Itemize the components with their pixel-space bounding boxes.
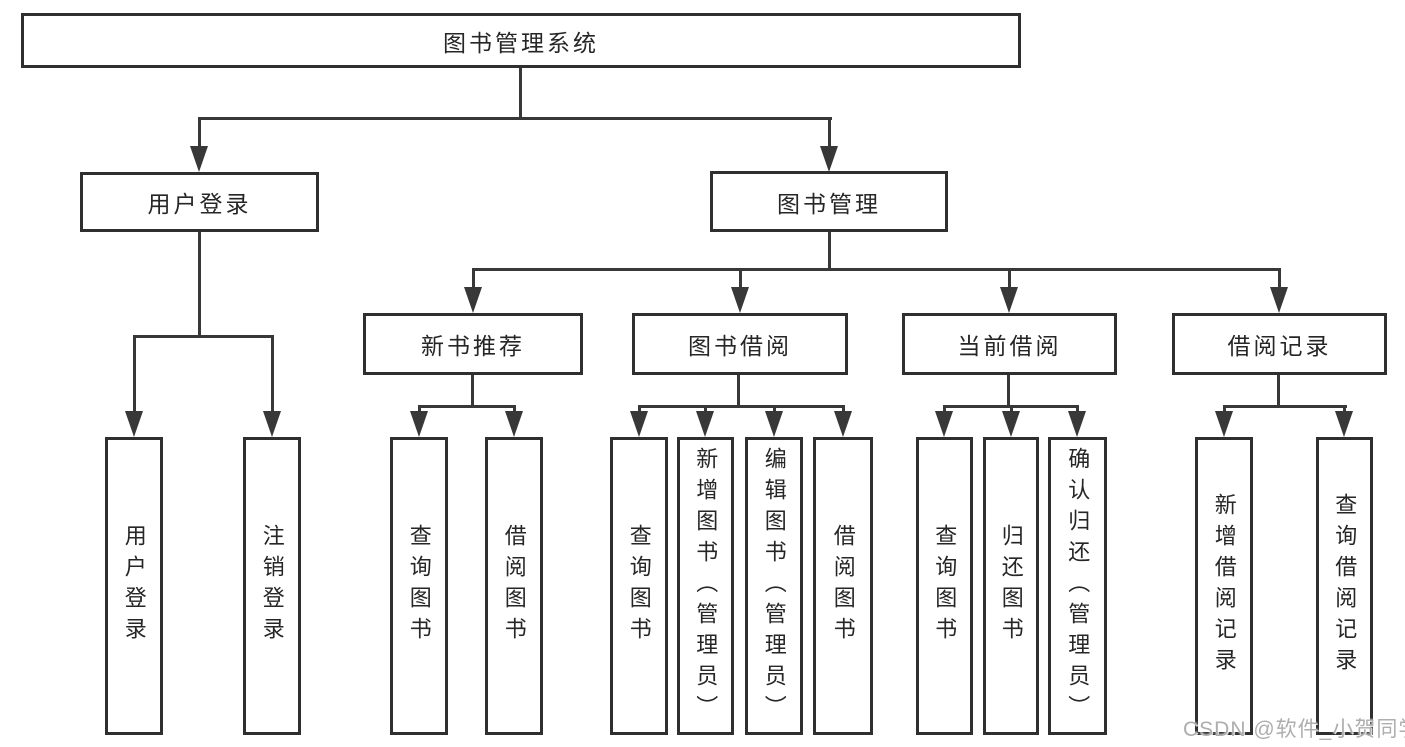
connector-line bbox=[842, 405, 845, 415]
arrow-down-icon bbox=[765, 411, 783, 437]
leaf-borrow-book-recommend: 借阅图书 bbox=[485, 437, 543, 735]
leaf-user-login: 用户登录 bbox=[105, 437, 163, 735]
leaf-query-borrow-record: 查询借阅记录 bbox=[1316, 437, 1373, 735]
connector-line bbox=[271, 335, 274, 415]
arrow-down-icon bbox=[263, 411, 281, 437]
connector-line bbox=[472, 268, 1281, 271]
connector-line bbox=[1076, 405, 1079, 415]
connector-line bbox=[739, 268, 742, 293]
leaf-query-book-recommend: 查询图书 bbox=[390, 437, 448, 735]
arrow-down-icon bbox=[834, 411, 852, 437]
connector-line bbox=[737, 375, 740, 407]
connector-line bbox=[1010, 405, 1013, 415]
node-root: 图书管理系统 bbox=[21, 13, 1021, 68]
connector-line bbox=[638, 405, 641, 415]
connector-line bbox=[1008, 268, 1011, 293]
arrow-down-icon bbox=[125, 411, 143, 437]
leaf-return-book: 归还图书 bbox=[983, 437, 1039, 735]
connector-line bbox=[133, 335, 136, 415]
arrow-down-icon bbox=[410, 411, 428, 437]
connector-line bbox=[1343, 405, 1346, 415]
arrow-down-icon bbox=[505, 411, 523, 437]
arrow-down-icon bbox=[731, 287, 749, 313]
csdn-watermark: CSDN @软件_小贺同学 bbox=[1183, 718, 1405, 741]
leaf-confirm-return-admin: 确认归还（管理员） bbox=[1048, 437, 1107, 735]
connector-line bbox=[704, 405, 707, 415]
connector-line bbox=[198, 117, 201, 151]
connector-line bbox=[1223, 405, 1226, 415]
arrow-down-icon bbox=[1215, 411, 1233, 437]
arrow-down-icon bbox=[1002, 411, 1020, 437]
arrow-down-icon bbox=[464, 287, 482, 313]
connector-line bbox=[519, 68, 522, 120]
node-current-borrow: 当前借阅 bbox=[902, 313, 1117, 375]
connector-line bbox=[133, 335, 274, 338]
arrow-down-icon bbox=[696, 411, 714, 437]
connector-line bbox=[418, 405, 421, 415]
leaf-logout: 注销登录 bbox=[243, 437, 301, 735]
connector-line bbox=[1277, 375, 1280, 407]
leaf-query-book-borrow: 查询图书 bbox=[610, 437, 668, 735]
arrow-down-icon bbox=[1068, 411, 1086, 437]
connector-line bbox=[1007, 375, 1010, 407]
connector-line bbox=[1223, 405, 1347, 408]
connector-line bbox=[198, 232, 201, 335]
connector-line bbox=[828, 117, 831, 151]
arrow-down-icon bbox=[630, 411, 648, 437]
connector-line bbox=[1278, 268, 1281, 293]
arrow-down-icon bbox=[190, 146, 208, 172]
connector-line bbox=[828, 232, 831, 269]
node-book-management: 图书管理 bbox=[710, 171, 948, 232]
node-user-login: 用户登录 bbox=[80, 172, 319, 232]
connector-line bbox=[472, 268, 475, 293]
node-borrow-record: 借阅记录 bbox=[1172, 313, 1387, 375]
arrow-down-icon bbox=[1000, 287, 1018, 313]
connector-line bbox=[773, 405, 776, 415]
node-new-book-recommend: 新书推荐 bbox=[363, 313, 583, 375]
arrow-down-icon bbox=[1270, 287, 1288, 313]
leaf-add-book-admin: 新增图书（管理员） bbox=[677, 437, 734, 735]
arrow-down-icon bbox=[1335, 411, 1353, 437]
connector-line bbox=[198, 117, 832, 120]
arrow-down-icon bbox=[935, 411, 953, 437]
leaf-add-borrow-record: 新增借阅记录 bbox=[1195, 437, 1253, 735]
connector-line bbox=[943, 405, 946, 415]
connector-line bbox=[638, 405, 845, 408]
arrow-down-icon bbox=[820, 146, 838, 172]
node-book-borrow: 图书借阅 bbox=[632, 313, 848, 375]
connector-line bbox=[513, 405, 516, 415]
connector-line bbox=[471, 375, 474, 407]
connector-line bbox=[418, 405, 516, 408]
leaf-borrow-book: 借阅图书 bbox=[813, 437, 873, 735]
leaf-edit-book-admin: 编辑图书（管理员） bbox=[745, 437, 803, 735]
leaf-query-book-current: 查询图书 bbox=[916, 437, 973, 735]
